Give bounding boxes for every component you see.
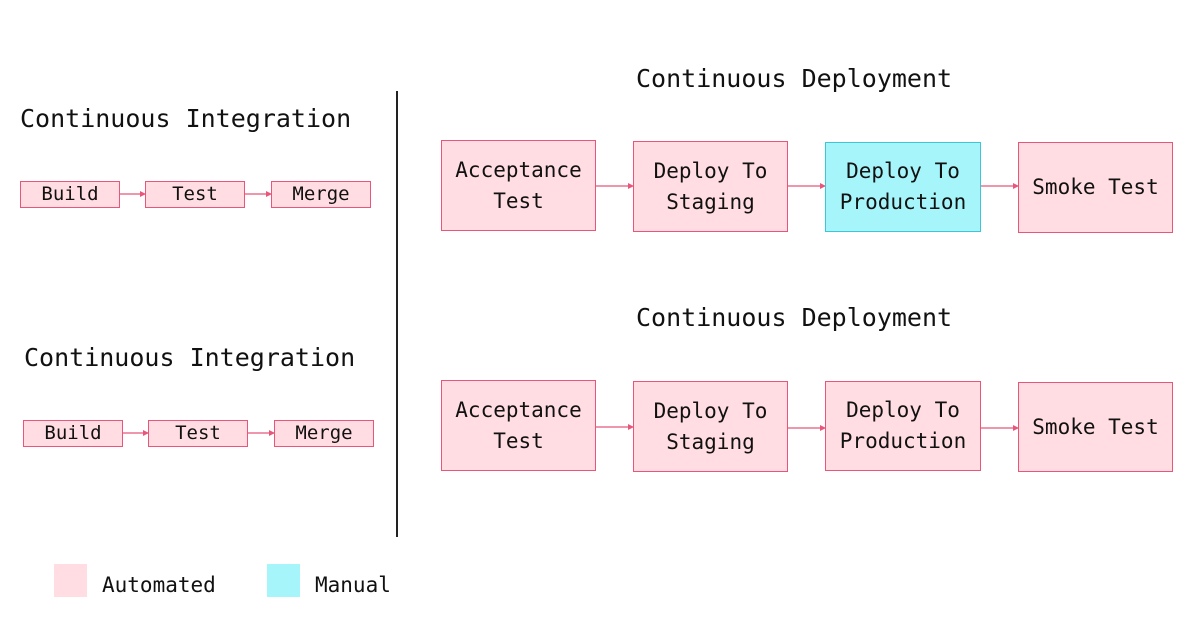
ci-bottom-step-merge: Merge	[274, 420, 374, 447]
cd-top-step-deploy-production: Deploy To Production	[825, 142, 981, 232]
cd-bottom-step-smoke-test: Smoke Test	[1018, 382, 1173, 472]
cd-top-step-smoke-test: Smoke Test	[1018, 142, 1173, 233]
legend-label-manual: Manual	[315, 573, 391, 597]
cd-bottom-step-deploy-staging: Deploy To Staging	[633, 381, 788, 472]
legend-swatch-manual	[267, 564, 300, 597]
ci-bottom-step-test: Test	[148, 420, 248, 447]
ci-top-title: Continuous Integration	[20, 104, 352, 133]
cd-top-title: Continuous Deployment	[636, 64, 953, 93]
ci-bottom-step-build: Build	[23, 420, 123, 447]
cd-bottom-title: Continuous Deployment	[636, 303, 953, 332]
cd-top-step-acceptance-test: Acceptance Test	[441, 140, 596, 231]
legend-swatch-automated	[54, 564, 87, 597]
ci-top-step-merge: Merge	[271, 181, 371, 208]
section-divider	[396, 91, 398, 537]
legend-label-automated: Automated	[102, 573, 216, 597]
ci-bottom-title: Continuous Integration	[24, 343, 356, 372]
ci-top-step-build: Build	[20, 181, 120, 208]
ci-top-step-test: Test	[145, 181, 245, 208]
cd-bottom-step-acceptance-test: Acceptance Test	[441, 380, 596, 471]
cd-top-step-deploy-staging: Deploy To Staging	[633, 141, 788, 232]
cd-bottom-step-deploy-production: Deploy To Production	[825, 381, 981, 471]
